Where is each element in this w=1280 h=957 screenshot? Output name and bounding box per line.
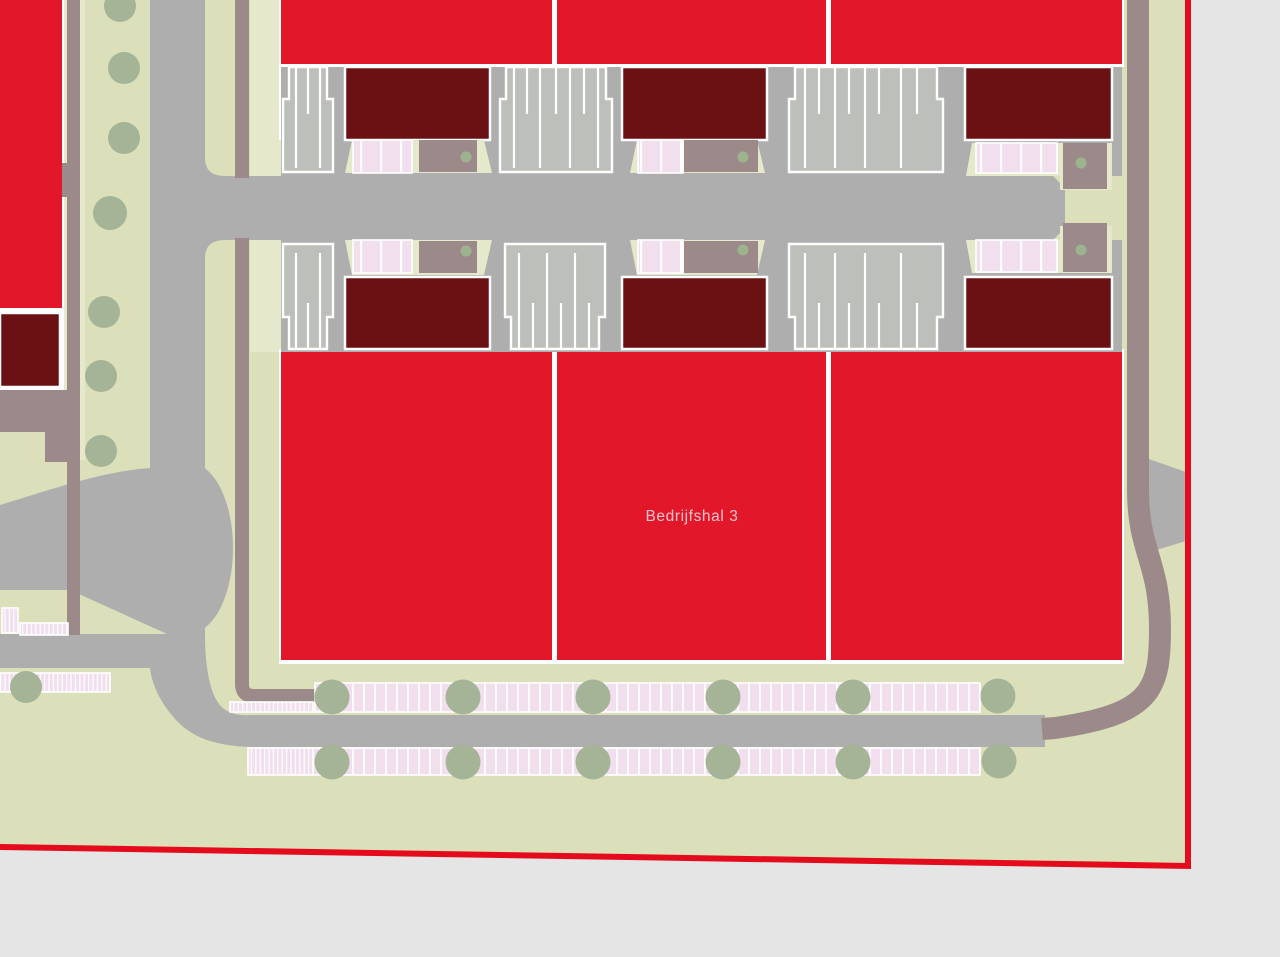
loading-bay-buildings (0, 65, 1114, 389)
west-footpath-step (45, 430, 77, 462)
north-building-1 (281, 0, 552, 64)
road-junction-bulge (147, 463, 233, 633)
north-building-2 (557, 0, 826, 64)
courtyard-parking-north (345, 139, 1112, 190)
west-vertical-road (150, 0, 205, 470)
parking-row-north (314, 682, 981, 713)
west-building (0, 0, 62, 308)
hall-2 (831, 352, 1122, 660)
north-buildings (0, 0, 1122, 308)
parking-stalls (975, 142, 1058, 174)
planter (684, 241, 758, 273)
south-parking-rows (0, 607, 981, 776)
parking-strip-small (247, 747, 314, 776)
planter-tree (737, 244, 749, 256)
road-corner-connector (150, 595, 258, 747)
dock-bays-south (281, 242, 945, 351)
parking-stalls (637, 239, 684, 274)
south-parking-road (252, 715, 1045, 747)
road-network (0, 0, 1186, 747)
parking-stalls (637, 139, 684, 174)
parking-strip-west (1, 607, 19, 634)
trees (10, 0, 1017, 780)
dock-bays-north (281, 65, 945, 174)
planter-tree (1075, 157, 1087, 169)
west-footpath (67, 0, 80, 635)
planter-tree (460, 151, 472, 163)
parking-strip-west (19, 622, 69, 636)
east-footpath-curve (1041, 0, 1172, 740)
site-boundary-line (0, 0, 1191, 870)
parking-stalls (352, 139, 413, 174)
courtyard-parking-south (345, 223, 1112, 275)
footpaths (0, 0, 1172, 740)
parking-strip-small (229, 701, 314, 713)
hall-3-label: Bedrijfshal 3 (645, 508, 738, 525)
central-road (205, 176, 1065, 240)
parking-row-south (312, 747, 981, 776)
hall-3 (557, 352, 826, 660)
hall-1 (281, 352, 552, 660)
road-fillet-bottom (205, 240, 225, 258)
yard-edge-line (279, 67, 282, 140)
halls: Bedrijfshal 3 (281, 352, 1122, 660)
west-loading-bay-building (0, 311, 62, 389)
parking-stalls (975, 239, 1058, 273)
road-fillet-top (205, 158, 225, 176)
planter-tree (460, 245, 472, 257)
parking-stalls (352, 239, 413, 274)
courtyard-footpath-south (235, 238, 315, 703)
planter-tree (737, 151, 749, 163)
north-building-3 (831, 0, 1122, 64)
planter-tree (1075, 244, 1087, 256)
planter (419, 241, 477, 273)
west-footpath-plaza (0, 390, 77, 432)
